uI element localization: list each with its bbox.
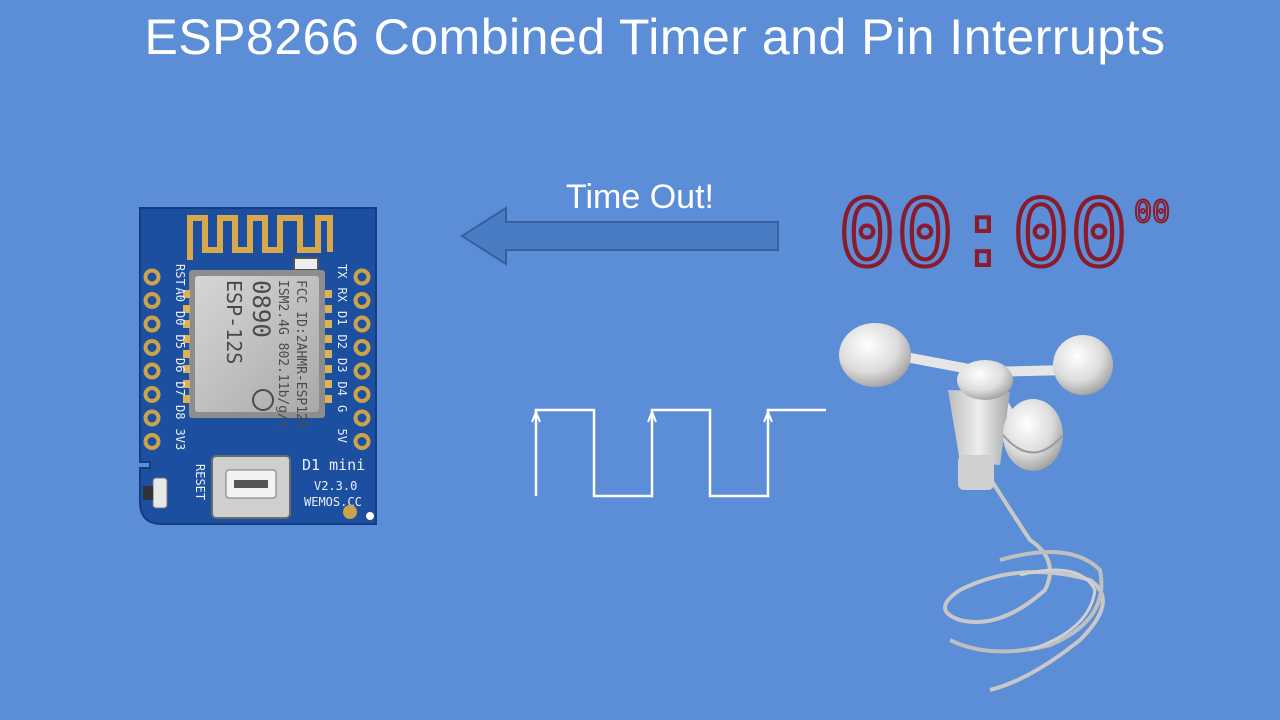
anemometer-image xyxy=(839,323,1113,692)
pin-label: D0 xyxy=(173,311,187,325)
timer-display: 00:00 00 xyxy=(836,178,1171,289)
rising-edge-arrow xyxy=(763,409,773,423)
module-pad xyxy=(183,365,190,373)
pulse-waveform xyxy=(531,408,826,498)
pin-label: D4 xyxy=(335,382,349,396)
chip-fcc-text: FCC ID:2AHMR-ESP12S xyxy=(293,280,308,429)
time-out-arrow xyxy=(460,206,779,266)
header-pin-hole xyxy=(353,315,371,333)
header-pin-hole xyxy=(353,433,371,450)
module-pad xyxy=(325,305,332,313)
module-pad xyxy=(183,320,190,328)
header-pin-hole xyxy=(353,409,371,427)
pin-label: G xyxy=(335,405,349,412)
led-dot xyxy=(366,512,374,520)
chip-model-text: ESP-12S xyxy=(222,280,246,364)
board-maker: WEMOS.CC xyxy=(304,495,362,509)
module-pad xyxy=(325,320,332,328)
module-pad xyxy=(183,395,190,403)
reset-switch xyxy=(152,477,168,509)
module-pad xyxy=(325,350,332,358)
antenna-icon xyxy=(187,215,333,260)
header-pin-hole xyxy=(143,339,161,356)
ai-logo-icon xyxy=(252,389,274,411)
header-pin-hole xyxy=(143,386,161,403)
chip-code-text: 0890 xyxy=(247,280,275,338)
left-pin-labels: RST A0D0D5D6D7D8 3V3 xyxy=(173,264,187,450)
pin-label: 5V xyxy=(335,429,349,443)
pin-label: D7 xyxy=(173,382,187,396)
time-out-label: Time Out! xyxy=(566,178,714,216)
pin-label: A0 xyxy=(173,288,187,302)
module-pad xyxy=(183,305,190,313)
module-pad xyxy=(325,365,332,373)
module-pad xyxy=(325,380,332,388)
header-pin-hole xyxy=(353,339,371,356)
pin-label: D3 xyxy=(335,358,349,372)
module-pad xyxy=(325,335,332,343)
pin-label: D1 xyxy=(335,311,349,325)
module-pad xyxy=(183,335,190,343)
header-pin-hole xyxy=(143,292,161,309)
module-pad xyxy=(183,380,190,388)
pin-label: TX xyxy=(335,264,349,279)
rising-edge-arrow xyxy=(531,409,541,423)
header-pin-hole xyxy=(353,292,371,309)
header-pin-hole xyxy=(353,268,371,286)
module-pad xyxy=(183,290,190,298)
slide-title: ESP8266 Combined Timer and Pin Interrupt… xyxy=(144,9,1166,65)
pin-label: D5 xyxy=(173,335,187,349)
mount-pad xyxy=(343,505,357,519)
pin-label: 3V3 xyxy=(173,429,187,451)
pulse-line xyxy=(534,408,826,498)
rising-edge-arrow xyxy=(647,409,657,423)
d1-mini-board: FCC ID:2AHMR-ESP12S ISM2.4G 802.11b/g/n … xyxy=(139,207,377,525)
module-pad xyxy=(183,350,190,358)
pin-label: RX xyxy=(335,288,349,303)
timer-sub-digits: 00 xyxy=(1134,195,1170,230)
module-pad xyxy=(325,395,332,403)
header-pin-hole xyxy=(143,362,161,380)
module-pad xyxy=(325,290,332,298)
header-pin-hole xyxy=(143,409,161,427)
chip-labels: FCC ID:2AHMR-ESP12S ISM2.4G 802.11b/g/n … xyxy=(222,280,308,429)
pin-label: D2 xyxy=(335,335,349,349)
board-name: D1 mini xyxy=(302,456,365,474)
pin-label: RST xyxy=(173,264,187,286)
pin-label: D8 xyxy=(173,405,187,419)
header-pin-hole xyxy=(143,315,161,333)
left-header-pins xyxy=(143,268,161,450)
header-pin-hole xyxy=(353,386,371,403)
header-pin-hole xyxy=(353,362,371,380)
board-version: V2.3.0 xyxy=(314,479,357,493)
header-pin-hole xyxy=(143,268,161,286)
rising-edge-arrows xyxy=(531,409,773,423)
reset-label: RESET xyxy=(193,464,207,500)
header-pin-hole xyxy=(143,433,161,450)
module-pads xyxy=(183,290,332,403)
timer-digits: 00:00 xyxy=(838,180,1128,287)
right-header-pins xyxy=(353,268,371,450)
right-pin-labels: TX RX D1D2D3D4G 5V xyxy=(335,264,349,443)
pin-label: D6 xyxy=(173,358,187,372)
chip-ism-text: ISM2.4G 802.11b/g/n xyxy=(275,280,290,429)
